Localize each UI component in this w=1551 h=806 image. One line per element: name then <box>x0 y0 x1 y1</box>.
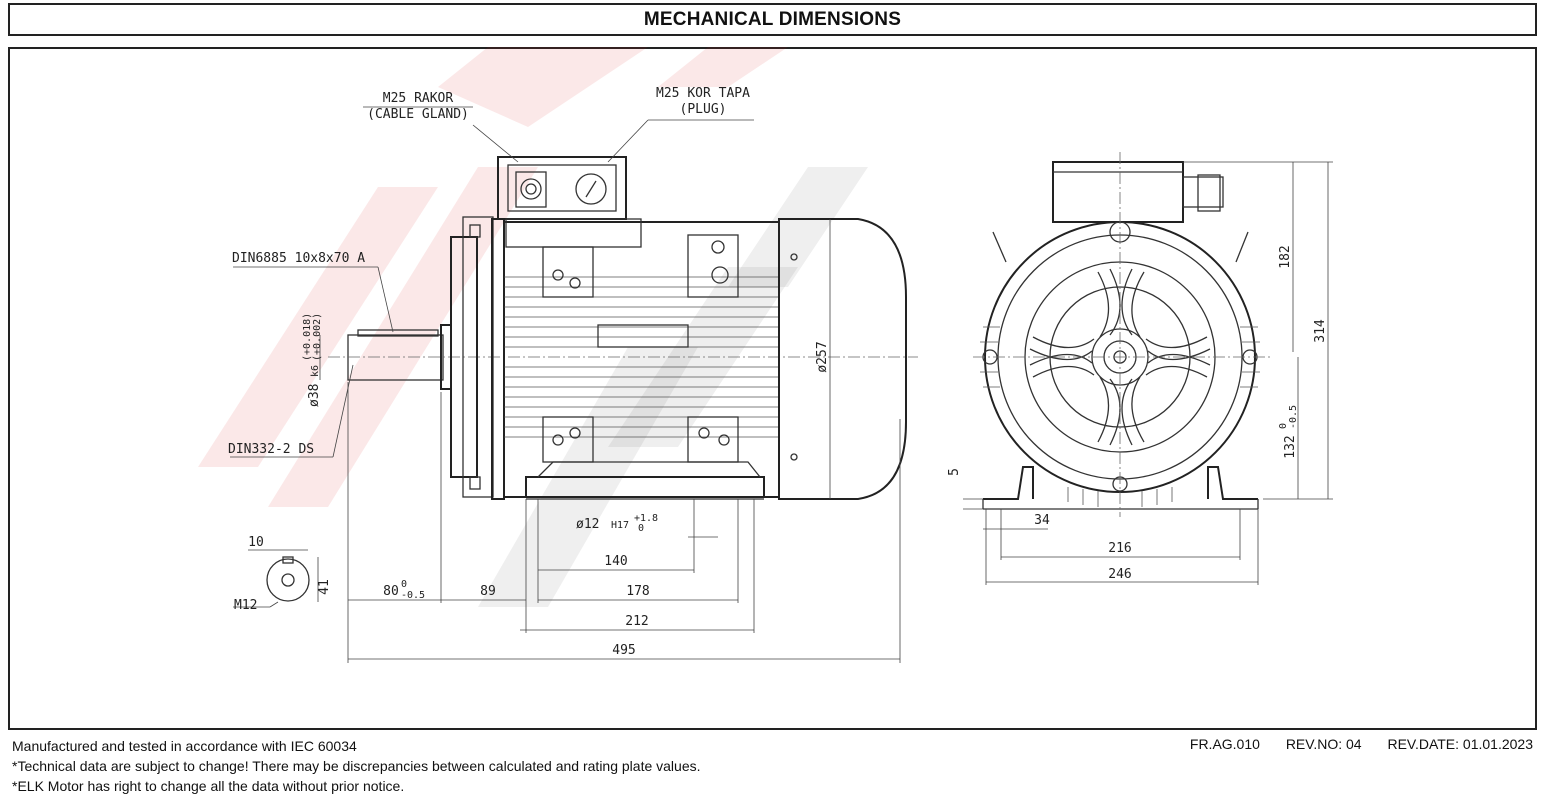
revision-date: REV.DATE: 01.01.2023 <box>1387 736 1533 752</box>
center-hole-label: DIN332-2 DS <box>228 442 314 457</box>
drawing-frame <box>8 47 1537 730</box>
plug-label-2: (PLUG) <box>680 102 727 117</box>
key-height-value: 41 <box>317 579 332 595</box>
motor-front-view <box>973 152 1273 517</box>
shaft-height-tol-upper: 0 <box>1278 423 1289 429</box>
body-dia-value: ø257 <box>815 341 830 372</box>
dim-178-value: 178 <box>626 584 649 599</box>
hole-tol-lower: 0 <box>638 523 644 534</box>
motor-dimension-drawing: M25 RAKOR (CABLE GLAND) M25 KOR TAPA (PL… <box>198 47 1333 663</box>
foot-thickness-value: 5 <box>947 468 962 476</box>
hole-dia-value: ø12 <box>576 517 599 532</box>
dim-89-value: 89 <box>480 584 496 599</box>
cable-gland-label-2: (CABLE GLAND) <box>367 107 469 122</box>
foot-width-value: 34 <box>1034 513 1050 528</box>
shaft-fit-value: k6 <box>310 365 321 377</box>
page-title: MECHANICAL DIMENSIONS <box>643 8 902 30</box>
rights-note: *ELK Motor has right to change all the d… <box>12 778 405 794</box>
dim-246-value: 246 <box>1108 567 1131 582</box>
callout-labels: M25 RAKOR (CABLE GLAND) M25 KOR TAPA (PL… <box>228 86 750 613</box>
shaft-length-tol-lower: -0.5 <box>401 590 425 601</box>
cable-gland-label-1: M25 RAKOR <box>383 91 454 106</box>
height-182-value: 182 <box>1278 245 1293 268</box>
revision-number: REV.NO: 04 <box>1285 736 1362 752</box>
footer-notes: Manufactured and tested in accordance wi… <box>12 736 701 796</box>
hole-tol-upper: +1.8 <box>634 513 658 524</box>
dim-140-value: 140 <box>604 554 627 569</box>
shaft-tol-lower: (+0.002) <box>312 313 323 361</box>
hole-fit-value: H17 <box>611 520 629 531</box>
shaft-height-value: 132 <box>1283 435 1298 458</box>
disclaimer-note: *Technical data are subject to change! T… <box>12 758 701 774</box>
dim-495-value: 495 <box>612 643 635 658</box>
standard-note: Manufactured and tested in accordance wi… <box>12 738 357 754</box>
title-bar: MECHANICAL DIMENSIONS <box>8 3 1537 36</box>
document-info: FR.AG.010 REV.NO: 04 REV.DATE: 01.01.202… <box>1168 736 1533 752</box>
dimension-values: ø38 k6 (+0.018) (+0.002) 10 41 80 0 -0.5… <box>248 245 1328 658</box>
height-314-value: 314 <box>1313 319 1328 343</box>
shaft-dia-value: ø38 <box>307 384 322 407</box>
dim-216-value: 216 <box>1108 541 1131 556</box>
shaft-length-value: 80 <box>383 584 399 599</box>
key-width-value: 10 <box>248 535 264 550</box>
doc-code: FR.AG.010 <box>1189 736 1260 752</box>
motor-side-view <box>328 156 918 500</box>
dimension-lines <box>230 106 1333 663</box>
shaft-height-tol-lower: -0.5 <box>1288 405 1299 429</box>
shaft-length-tol-upper: 0 <box>401 579 407 590</box>
dim-212-value: 212 <box>625 614 648 629</box>
key-label: DIN6885 10x8x70 A <box>232 251 365 266</box>
plug-label-1: M25 KOR TAPA <box>656 86 750 101</box>
shaft-tol-upper: (+0.018) <box>302 313 313 361</box>
thread-label: M12 <box>234 598 257 613</box>
